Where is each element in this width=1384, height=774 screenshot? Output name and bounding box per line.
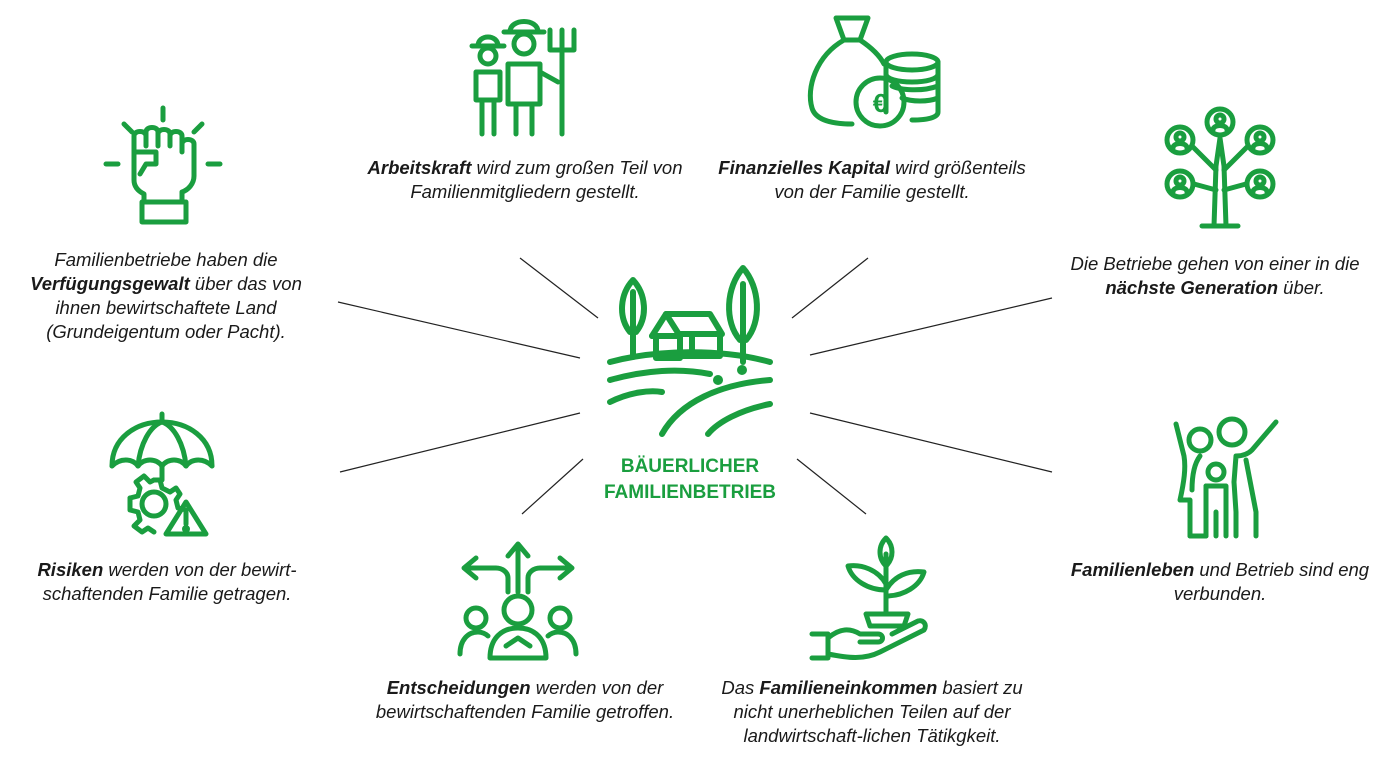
text-verfuegung-pre: Familienbetriebe haben die [54,249,278,270]
raised-fist-icon [102,104,224,226]
money-bag-euro-icon: € [802,12,942,130]
text-arbeitskraft: Arbeitskraft wird zum großen Teil von Fa… [360,156,690,204]
hand-sprout-icon [808,534,932,662]
bold-entscheidungen: Entscheidungen [386,677,531,698]
center-title-line1: BÄUERLICHER [620,456,760,477]
connector-entscheidungen [521,458,584,515]
center-title-line2: FAMILIENBETRIEB [603,482,777,503]
bold-kapital: Finanzielles Kapital [718,157,890,178]
connector-verfuegung [337,301,581,359]
umbrella-gear-warning-icon [106,410,218,538]
connector-generation [809,297,1053,356]
farmer-family-icon [462,12,582,137]
bold-einkommen: Familieneinkommen [759,677,938,698]
connector-arbeitskraft [519,257,599,319]
text-kapital: Finanzielles Kapital wird größenteils vo… [712,156,1032,204]
text-generation-rest: über. [1278,277,1325,298]
text-einkommen-rest: basiert zu nicht unerheblichen Teilen au… [733,677,1023,746]
text-arbeitskraft-rest: wird zum großen Teil von Familienmitglie… [410,157,683,202]
bold-arbeitskraft: Arbeitskraft [367,157,472,178]
connector-risiken [339,412,581,473]
farm-landscape-icon [600,262,780,442]
text-familienleben-rest: und Betrieb sind eng verbunden. [1173,559,1370,604]
bold-verfuegung: Verfügungsgewalt [30,273,190,294]
text-risiken-rest: werden von der bewirt-schaftenden Famili… [42,559,297,604]
text-generation: Die Betriebe gehen von einer in die näch… [1070,252,1360,300]
bold-risiken: Risiken [37,559,104,580]
text-einkommen: Das Familieneinkommen basiert zu nicht u… [712,676,1032,748]
bold-familienleben: Familienleben [1070,559,1195,580]
connector-kapital [791,257,869,319]
family-tree-icon [1158,106,1282,230]
text-entscheidungen: Entscheidungen werden von der bewirtscha… [358,676,692,724]
svg-text:€: € [873,88,887,118]
text-einkommen-pre: Das [721,677,760,698]
bold-generation: nächste Generation [1105,277,1279,298]
center-title: BÄUERLICHER FAMILIENBETRIEB [560,454,820,506]
text-entscheidungen-rest: werden von der bewirtschaftenden Familie… [375,677,675,722]
text-verfuegung-rest: über das von ihnen bewirtschaftete Land … [46,273,302,342]
text-familienleben: Familienleben und Betrieb sind eng verbu… [1062,558,1378,606]
family-hug-icon [1170,416,1282,540]
text-kapital-rest: wird größenteils von der Familie gestell… [774,157,1026,202]
text-risiken: Risiken werden von der bewirt-schaftende… [6,558,328,606]
connector-einkommen [796,458,867,515]
text-verfuegung: Familienbetriebe haben die Verfügungsgew… [16,248,316,344]
text-generation-pre: Die Betriebe gehen von einer in die [1070,253,1360,274]
decision-arrows-icon [456,538,580,662]
connector-familienleben [809,412,1053,473]
